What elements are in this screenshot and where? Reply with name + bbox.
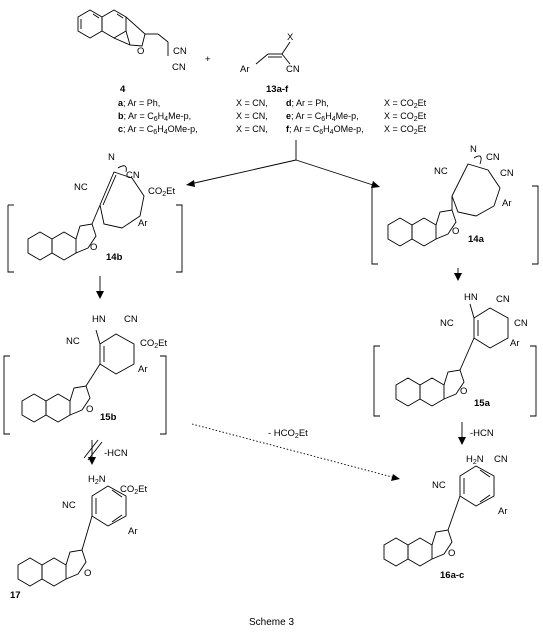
- ar-14b: Ar: [138, 218, 148, 229]
- sub-c-x: X = CN,: [236, 124, 268, 134]
- cn-13: CN: [286, 64, 300, 75]
- atom-o-4: O: [137, 46, 144, 57]
- co2et-17: CO2Et: [120, 484, 147, 496]
- o-14a: O: [452, 226, 459, 237]
- cn-15b: CN: [124, 314, 138, 325]
- substituent-table: a; Ar = Ph, X = CN, d; Ar = Ph, X = CO2E…: [118, 98, 427, 136]
- sub-b: b; Ar = C6H4Me-p,: [118, 111, 191, 123]
- o-15a: O: [460, 386, 467, 397]
- ar-16: Ar: [498, 506, 508, 517]
- nc-14a: NC: [434, 166, 448, 177]
- compound-4-structure: [77, 9, 169, 56]
- cond-minus-hcn-right: -HCN: [470, 428, 494, 439]
- co2et-15b: CO2Et: [140, 338, 167, 350]
- compound-14a-structure: [371, 155, 539, 265]
- n-14b: N: [108, 152, 115, 163]
- hn-15a: HN: [464, 292, 478, 303]
- scheme-caption: Scheme 3: [248, 617, 295, 628]
- ar-17: Ar: [128, 526, 138, 537]
- plus-sign: +: [205, 54, 211, 65]
- x-13: X: [287, 32, 294, 43]
- compound-15a-structure: [373, 303, 537, 417]
- o-17: O: [84, 568, 91, 579]
- nc-16: NC: [432, 480, 446, 491]
- nc-15a: NC: [440, 318, 454, 329]
- sub-e-x: X = CO2Et: [384, 111, 427, 123]
- ar-14a: Ar: [502, 198, 512, 209]
- cond-minus-hco2et: - HCO2Et: [268, 428, 308, 440]
- cn-14a-1: CN: [486, 152, 500, 163]
- sub-c: c; Ar = C6H4OMe-p,: [118, 124, 198, 136]
- ar-15a: Ar: [510, 338, 520, 349]
- label-13: 13a-f: [266, 84, 289, 95]
- nc-17: NC: [62, 500, 76, 511]
- sub-f-x: X = CO2Et: [384, 124, 427, 136]
- ar-15b: Ar: [138, 364, 148, 375]
- label-15a: 15a: [474, 398, 491, 409]
- sub-f: f; Ar = C6H4OMe-p,: [286, 124, 364, 136]
- compound-16-structure: [383, 465, 495, 567]
- ar-13: Ar: [240, 64, 250, 75]
- label-4: 4: [120, 84, 126, 95]
- h2n-16: H2N: [466, 454, 484, 466]
- nc-15b: NC: [66, 336, 80, 347]
- cn-14a-2: CN: [500, 168, 514, 179]
- cn-16: CN: [494, 454, 508, 465]
- cn-bottom-4: CN: [172, 62, 186, 73]
- branch-arrows: [186, 140, 380, 188]
- sub-e: e; Ar = C6H4Me-p,: [286, 111, 359, 123]
- cn-15a-1: CN: [496, 294, 510, 305]
- sub-d-x: X = CO2Et: [384, 98, 427, 110]
- label-16: 16a-c: [440, 570, 464, 581]
- n-14a: N: [470, 144, 477, 155]
- sub-a-x: X = CN,: [236, 98, 268, 108]
- label-14b: 14b: [106, 252, 123, 263]
- sub-d: d; Ar = Ph,: [286, 98, 329, 108]
- compound-15b-structure: [3, 329, 167, 435]
- label-14a: 14a: [468, 234, 485, 245]
- co2et-14b: CO2Et: [148, 186, 175, 198]
- sub-a: a; Ar = Ph,: [118, 98, 160, 108]
- nc-14b: NC: [74, 182, 88, 193]
- compound-17-structure: [17, 485, 127, 587]
- o-14b: O: [90, 242, 97, 253]
- h2n-17: H2N: [88, 474, 106, 486]
- cn-14b: CN: [126, 170, 140, 181]
- cn-15a-2: CN: [514, 318, 528, 329]
- o-15b: O: [86, 404, 93, 415]
- label-17: 17: [10, 590, 21, 601]
- compound-13-structure: [255, 41, 291, 65]
- compound-14b-structure: [7, 165, 183, 273]
- o-16: O: [448, 548, 455, 559]
- sub-b-x: X = CN,: [236, 111, 268, 121]
- hn-15b: HN: [92, 314, 106, 325]
- cond-minus-hcn-left: -HCN: [104, 448, 128, 459]
- label-15b: 15b: [100, 412, 117, 423]
- cn-top-4: CN: [173, 46, 187, 57]
